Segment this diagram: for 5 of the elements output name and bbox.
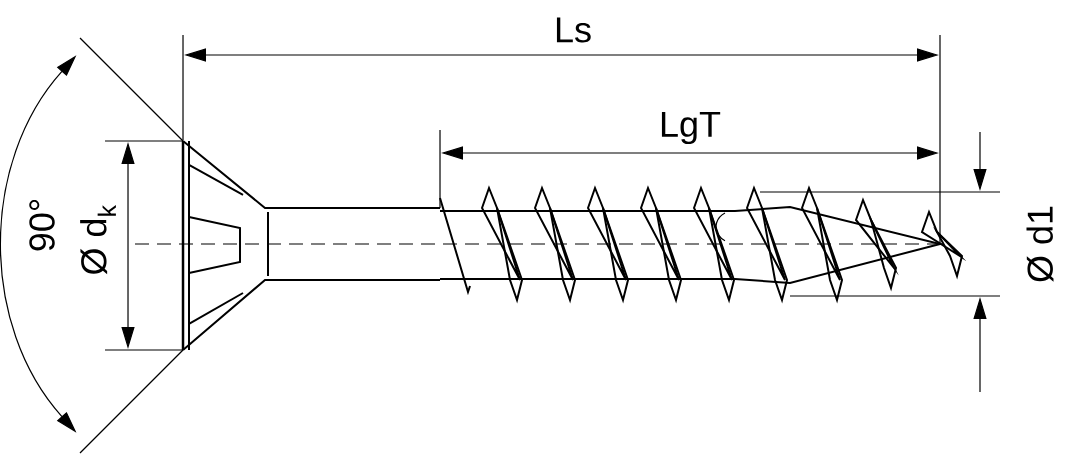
dimension-label: 90°: [29, 199, 55, 251]
dimension-label: Ø d1: [1026, 206, 1054, 282]
dimension-label: Ø d$_{k}$: [80, 204, 116, 275]
dimension-label: LgT: [661, 111, 721, 145]
dimension-label: Ls: [556, 17, 591, 43]
